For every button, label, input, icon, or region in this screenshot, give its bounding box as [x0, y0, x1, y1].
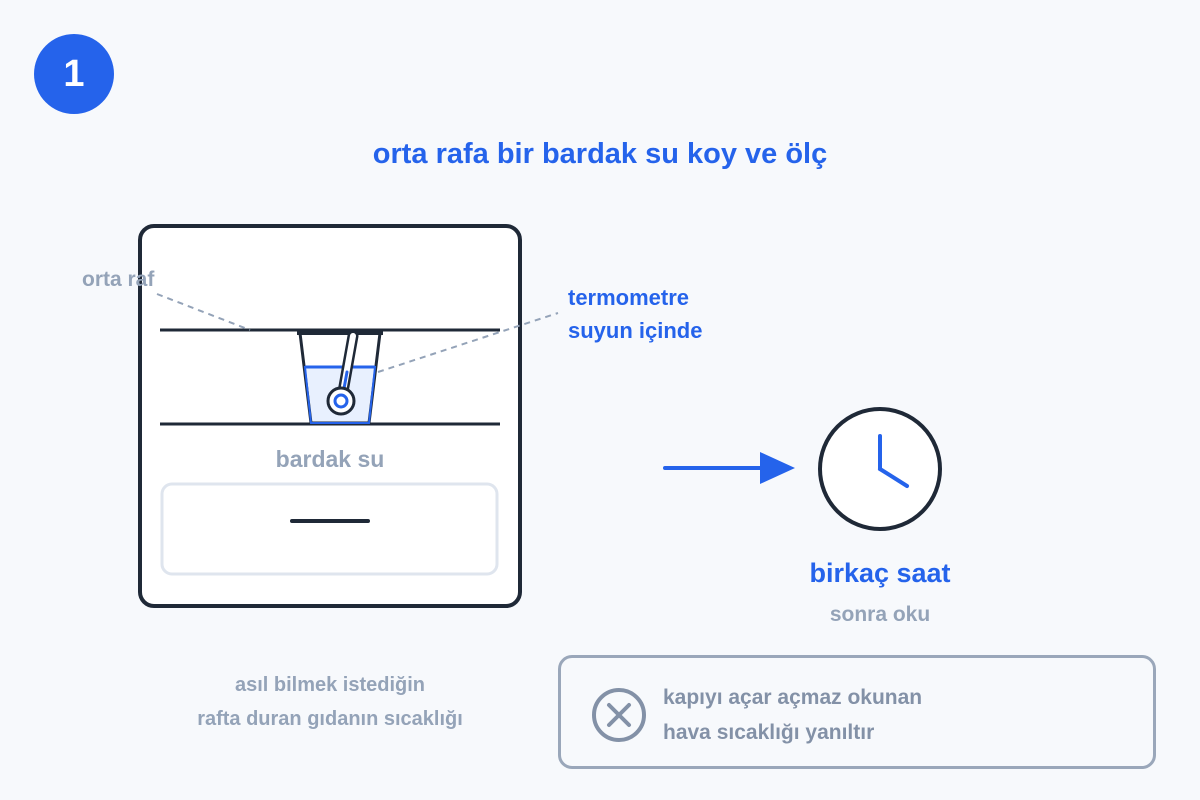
step-number: 1 [63, 52, 85, 95]
warning-text: kapıyı açar açmaz okunan hava sıcaklığı … [663, 680, 922, 750]
page-title: orta rafa bir bardak su koy ve ölç [372, 138, 828, 170]
timer-action-label: sonra oku [829, 603, 931, 626]
note-line1: asıl bilmek istediğin [234, 674, 426, 696]
food-temperature-note: asıl bilmek istediğin rafta duran gıdanı… [130, 668, 530, 736]
timer-duration-label: birkaç saat [809, 558, 951, 588]
thermometer-label-line2: suyun içinde [568, 318, 703, 343]
step-number-badge: 1 [34, 34, 114, 114]
cup-label: bardak su [275, 446, 385, 472]
close-circle-icon [592, 688, 646, 742]
warning-line2: hava sıcaklığı yanıltır [663, 721, 875, 744]
thermometer-leader-line [377, 312, 559, 373]
arrow-right-icon [663, 452, 795, 484]
crisper-drawer [160, 482, 499, 576]
warning-line1: kapıyı açar açmaz okunan [663, 686, 923, 709]
warning-box: kapıyı açar açmaz okunan hava sıcaklığı … [558, 655, 1156, 769]
note-line2: rafta duran gıdanın sıcaklığı [197, 708, 463, 730]
thermometer-icon [326, 330, 359, 416]
thermometer-label: termometre suyun içinde [568, 281, 702, 347]
thermometer-label-line1: termometre [568, 285, 690, 310]
shelf-label: orta raf [82, 268, 155, 291]
shelf-leader-line [156, 293, 251, 331]
clock-icon [818, 407, 942, 531]
